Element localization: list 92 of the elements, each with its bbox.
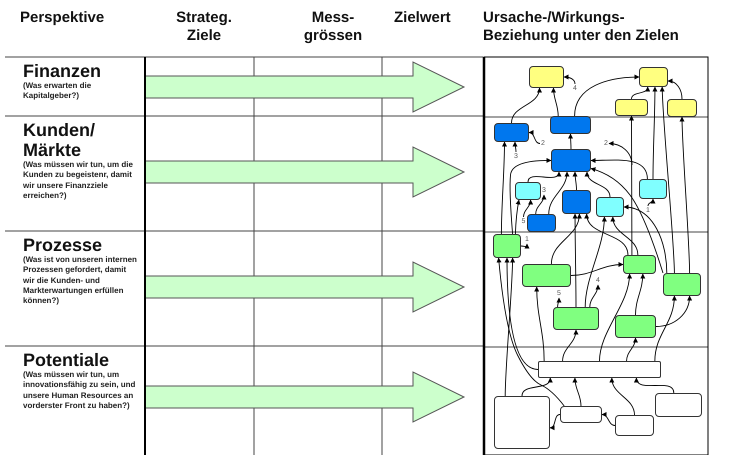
goal-box	[623, 255, 656, 274]
arrow	[551, 88, 559, 116]
column-header: Mess- grössen	[302, 9, 364, 45]
arrow	[528, 172, 560, 182]
arrow	[590, 158, 648, 180]
arrow	[680, 116, 690, 274]
perspective-heading: Kunden/ Märkte	[23, 120, 96, 160]
arrow	[572, 378, 582, 406]
arrow	[602, 412, 616, 426]
goal-box	[550, 116, 591, 134]
arrow	[496, 258, 565, 406]
arrow	[590, 167, 664, 274]
goal-box	[529, 66, 564, 88]
arrow	[562, 330, 578, 362]
block-arrow	[145, 146, 466, 198]
goal-box	[639, 179, 667, 199]
goal-box	[596, 197, 624, 217]
arrow	[631, 86, 650, 100]
perspective-question: (Was müssen wir tun, um die Kunden zu begeistenr, damit wir unsere Finanzziele erreichen?)	[23, 160, 134, 202]
block-arrow	[145, 61, 466, 113]
arrow	[568, 134, 574, 150]
arrow	[629, 116, 634, 256]
goal-box	[655, 393, 702, 417]
arrow	[504, 258, 538, 370]
arrow	[534, 286, 545, 362]
column-header: Perspektive	[20, 9, 106, 27]
goal-box	[615, 415, 654, 436]
column-header: Strateg. Ziele	[175, 9, 233, 45]
arrow	[634, 378, 674, 394]
goal-bar	[538, 361, 661, 378]
arrow	[610, 378, 635, 416]
arrow	[504, 258, 516, 396]
block-arrow	[145, 261, 466, 313]
arrow	[535, 194, 546, 214]
goal-box	[553, 307, 599, 330]
arrow	[548, 172, 570, 214]
block-arrow	[145, 371, 466, 423]
goal-box	[615, 99, 648, 116]
goal-box	[551, 149, 591, 172]
arrow	[564, 74, 576, 84]
arrow	[510, 158, 552, 234]
perspective-question: (Was erwarten die Kapitalgeber?)	[23, 81, 92, 102]
goal-box	[527, 214, 556, 232]
perspective-heading: Potentiale	[23, 350, 110, 370]
goal-box	[663, 273, 701, 296]
goal-box	[667, 99, 697, 117]
goal-box	[639, 67, 668, 87]
arrow	[654, 296, 677, 362]
arrow	[511, 88, 542, 124]
arrow	[648, 198, 655, 206]
arrow	[610, 216, 638, 256]
goal-box	[615, 315, 656, 338]
arrow	[572, 214, 578, 308]
arrow	[584, 214, 628, 256]
arrow	[608, 141, 632, 166]
goal-box	[493, 234, 521, 258]
column-header: Zielwert	[394, 9, 452, 27]
arrow	[512, 142, 518, 152]
arrow	[656, 296, 692, 327]
arrow	[523, 200, 533, 218]
arrow	[570, 262, 624, 276]
perspective-question: (Was ist von unseren internen Prozessen gefordert, damit wir die Kunden- und Markterwartungen erfüllen können?)	[23, 255, 138, 306]
goal-box	[562, 190, 591, 214]
arrow	[556, 298, 562, 308]
perspective-heading: Prozesse	[23, 235, 104, 255]
arrow	[599, 274, 632, 362]
arrow	[528, 130, 540, 144]
column-header: Ursache-/Wirkungs- Beziehung unter den Zielen	[483, 9, 680, 45]
arrow	[520, 244, 530, 249]
goal-box	[522, 264, 571, 287]
arrow	[550, 414, 560, 430]
goal-box	[515, 182, 541, 200]
arrow	[652, 86, 658, 180]
arrow	[635, 274, 646, 316]
arrow	[660, 86, 675, 274]
goal-box	[560, 406, 602, 423]
goal-box	[494, 123, 529, 142]
arrow	[585, 172, 610, 198]
arrow	[626, 338, 638, 362]
arrow	[624, 204, 668, 274]
arrow	[574, 74, 640, 116]
perspective-question: (Was müssen wir tun, um innovationsfähig zu sein, und unsere Human Resources an vorderster Front zu haben?)	[23, 370, 136, 412]
perspective-heading: Finanzen	[23, 61, 102, 81]
arrow	[550, 214, 582, 264]
arrow	[522, 378, 552, 396]
arrow	[572, 172, 578, 190]
arrow	[500, 142, 507, 234]
arrow	[514, 200, 521, 234]
arrow	[668, 78, 682, 100]
arrow	[584, 216, 607, 308]
goal-box	[494, 396, 550, 449]
arrow	[589, 284, 600, 308]
